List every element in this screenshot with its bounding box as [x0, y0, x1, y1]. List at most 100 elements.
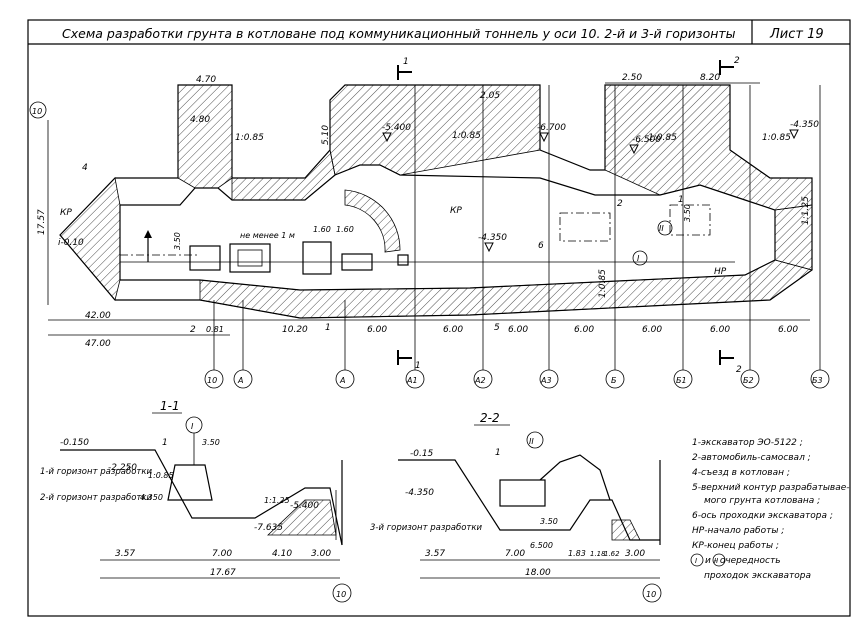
legend-line-6: 6-ось проходки экскаватора ;: [692, 511, 833, 521]
axis-label-A1: А1: [406, 376, 418, 385]
legend-line-5: мого грунта котлована ;: [704, 496, 820, 506]
slope-hatch-top: [329, 84, 541, 176]
section2-axis-bubble: [642, 583, 662, 603]
legend-pass-II-marker: [712, 553, 726, 567]
section1-horizon-2: 2-й горизонт разработки: [40, 493, 152, 503]
section2-title: 2-2: [480, 411, 500, 425]
dim-6b: 6.00: [443, 325, 463, 335]
left-dim-350: 3.50: [173, 232, 182, 250]
axis-label-B: Б: [611, 376, 617, 385]
section-cut-marks: [397, 60, 734, 365]
dim-42: 42.00: [85, 311, 111, 321]
section2-dim-300: 3.00: [625, 549, 645, 559]
left-arrow-head: [144, 230, 152, 238]
dim-6d: 6.00: [574, 325, 594, 335]
level-mark-5: [484, 242, 494, 253]
legend-pass-II-label: II: [714, 557, 718, 565]
section1-dim-350: 3.50: [202, 438, 220, 447]
section2-excavator-num: 1: [495, 448, 501, 458]
dim-6a: 6.00: [367, 325, 387, 335]
level-mark-2: [539, 132, 549, 143]
axis-label-A: А: [339, 376, 345, 385]
section1-spoil-hatch: [266, 499, 337, 536]
cut-mark-2-bottom: 2: [736, 365, 742, 375]
axis-label-10: 10: [207, 376, 217, 385]
section2-dim-357: 3.57: [425, 549, 445, 559]
dim-6g: 6.00: [778, 325, 798, 335]
cut-mark-2-top: 2: [734, 56, 740, 66]
truck-icon: [189, 245, 221, 271]
pass-II-marker: [657, 220, 673, 236]
section1-title: 1-1: [160, 399, 180, 413]
right-num-1: 1: [678, 195, 684, 205]
section2-dim-118: 1.18: [590, 550, 606, 558]
row-axis-label: 10: [32, 107, 42, 116]
mid-dim-160a: 1.60: [313, 225, 331, 234]
right-dim-350: 3.50: [683, 204, 692, 222]
excavator-dashed-icon: [559, 212, 611, 242]
right-pass-II: II: [659, 224, 664, 233]
truck-bed-icon: [229, 243, 271, 273]
section2-dim-162: 1.62: [604, 550, 620, 558]
section1-level-4: -7.635: [254, 523, 283, 533]
slope-hatch-left: [59, 177, 121, 301]
legend-line-8: КР-конец работы ;: [692, 541, 779, 551]
level-mark-1: [382, 132, 392, 143]
slope-label-2: 1:0.85: [452, 131, 481, 141]
section2-dim-183: 1.83: [568, 549, 586, 558]
section2-spoil-hatch: [611, 519, 641, 541]
legend-line-10: проходок экскаватора: [704, 571, 811, 581]
plan-level-5: -4.350: [478, 233, 507, 243]
right-np-label: НР: [714, 267, 727, 277]
slope-label-1: 1:0.85: [235, 133, 264, 143]
top-dim-3: 2.05: [480, 91, 500, 101]
section2-dim-700: 7.00: [505, 549, 525, 559]
legend-line-2: 2-автомобиль-самосвал ;: [692, 453, 811, 463]
section2-excavator-icon: [499, 479, 546, 507]
plan-height-dim: 17.57: [37, 209, 47, 235]
section1-slope-2: 1:1.25: [264, 496, 290, 505]
section-2-2: 2-2 II 1 -0.15 -4.350 3-й горизонт разра…: [370, 411, 662, 603]
mid-num-5: 5: [494, 323, 500, 333]
sheet-frame: [27, 19, 851, 617]
axis-label-A3: А3: [540, 376, 552, 385]
slope-hatch-right: [604, 84, 813, 211]
section1-dim-1767: 17.67: [210, 568, 236, 578]
dim-081: 0.81: [206, 325, 224, 334]
section2-horizon: 3-й горизонт разработки: [370, 523, 482, 533]
section1-level-3: -5.400: [290, 501, 319, 511]
axis-label-B1: Б1: [676, 376, 687, 385]
cut-mark-1-bottom: 1: [415, 361, 421, 371]
legend-pass-I-marker: [690, 553, 704, 567]
plan-level-3: -6.500: [632, 135, 661, 145]
mid-num-2: 2: [190, 325, 196, 335]
section1-ground-profile: [60, 449, 343, 546]
top-dim-2: 4.80: [190, 115, 210, 125]
dim-6f: 6.00: [710, 325, 730, 335]
sheet-number: Лист 19: [769, 27, 824, 42]
section1-excavator-icon: [167, 464, 213, 501]
truck-dashed-icon: [669, 204, 711, 236]
section2-dim-6500: 6.500: [530, 541, 553, 550]
plan-level-2: -6.700: [537, 123, 566, 133]
section2-level-1: -0.15: [410, 449, 434, 459]
section-1-1: 1-1 I 1 -0.150 -2.250 -5.400 -7.635 1-й …: [40, 399, 352, 603]
section1-level-1: -0.150: [60, 438, 89, 448]
row-axis-bubble: [29, 101, 47, 119]
slope-label-5: 1:1.25: [801, 196, 811, 225]
mid-num-1: 1: [325, 323, 331, 333]
section1-dim-4350: 4.350: [140, 493, 163, 502]
ramp-arc: [344, 189, 401, 253]
legend-line-9: и - очередность: [705, 556, 781, 566]
level-mark-3: [629, 144, 639, 155]
axis-label-B3: Б3: [812, 376, 823, 385]
section2-pass-marker: [526, 431, 544, 449]
legend-pass-I-label: I: [695, 557, 697, 565]
plan-level-4: -4.350: [790, 120, 819, 130]
left-elev-label: i-0.10: [58, 238, 84, 248]
section2-dim-350: 3.50: [540, 517, 558, 526]
top-dim-5: 8.20: [700, 73, 720, 83]
mid-num-6: 6: [538, 241, 544, 251]
slope-hatch-right-end: [774, 204, 813, 271]
slope-label-6: 1:0.85: [598, 269, 608, 298]
